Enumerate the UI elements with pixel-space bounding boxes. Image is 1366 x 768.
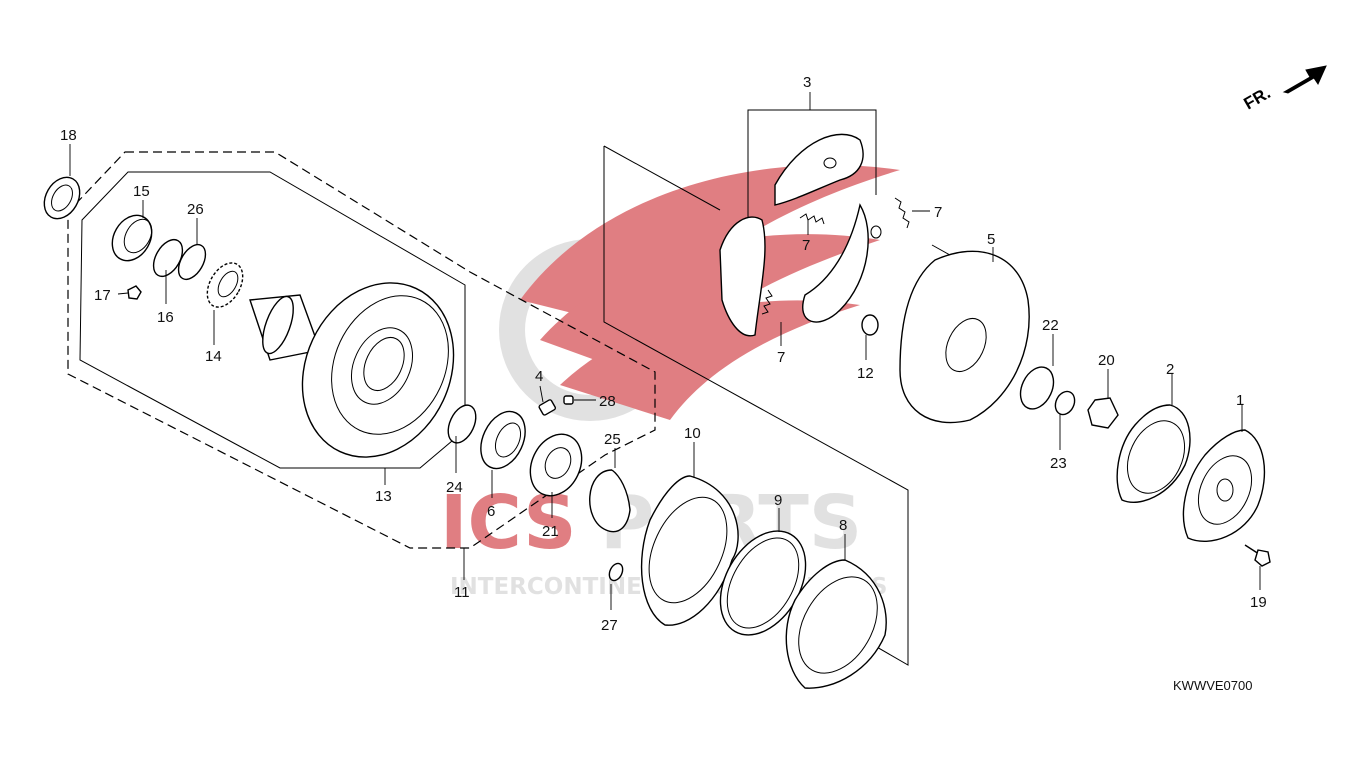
callout-7-lower: 7: [777, 349, 785, 366]
part-17-nut: [127, 285, 142, 300]
callout-19: 19: [1250, 594, 1267, 611]
diagram-code: KWWVE0700: [1173, 678, 1252, 693]
callout-21: 21: [542, 523, 559, 540]
part-28-pin: [563, 395, 574, 405]
part-25-circlip: [589, 469, 631, 533]
callout-12: 12: [857, 365, 874, 382]
watermark-gear-logo: [499, 165, 900, 421]
callout-20: 20: [1098, 352, 1115, 369]
part-18-oil-seal: [43, 176, 81, 220]
callout-27: 27: [601, 617, 618, 634]
callout-7-right: 7: [934, 204, 942, 221]
callout-5: 5: [987, 231, 995, 248]
part-21-plate: [529, 433, 583, 497]
callout-15: 15: [133, 183, 150, 200]
callout-4: 4: [535, 368, 543, 385]
callout-18: 18: [60, 127, 77, 144]
front-direction-indicator: FR.: [1241, 65, 1327, 113]
callout-23: 23: [1050, 455, 1067, 472]
callout-24: 24: [446, 479, 463, 496]
direction-label: FR.: [1241, 83, 1274, 113]
part-14-gear: [206, 262, 244, 308]
callout-25: 25: [604, 431, 621, 448]
callout-26: 26: [187, 201, 204, 218]
callout-labels: 1 2 3 4 5 6 7 7 7 8 9 10 11 12 13 14 15 …: [60, 74, 1267, 634]
part-8-gasket: [785, 559, 887, 689]
part-20-nut: [1087, 397, 1119, 429]
callout-11: 11: [454, 584, 470, 601]
callout-10: 10: [684, 425, 701, 442]
part-15-collar: [111, 214, 153, 262]
group-outline-plates: [603, 146, 909, 666]
part-19-bolt: [1244, 544, 1271, 567]
callout-9: 9: [774, 492, 782, 509]
group-outline-13: [79, 171, 466, 469]
part-22-collar: [1019, 366, 1055, 410]
part-2-gasket: [1116, 404, 1191, 504]
part-27-washer: [608, 562, 624, 582]
callout-13: 13: [375, 488, 392, 505]
part-4-spring: [538, 399, 557, 416]
part-7-spring-c: [761, 289, 773, 315]
part-26-ring: [177, 243, 207, 281]
callout-8: 8: [839, 517, 847, 534]
assembly-outlines: [67, 109, 909, 666]
callout-28: 28: [599, 393, 616, 410]
part-24-ring: [447, 404, 477, 444]
callout-22: 22: [1042, 317, 1059, 334]
part-7-spring-b: [894, 197, 910, 229]
part-5-drive-plate: [899, 244, 1030, 424]
part-1-cover: [1182, 429, 1266, 542]
part-7-spring-a: [799, 213, 825, 225]
callout-17: 17: [94, 287, 111, 304]
callout-1: 1: [1236, 392, 1244, 409]
callout-6: 6: [487, 503, 495, 520]
callout-16: 16: [157, 309, 174, 326]
arrow-icon: [1282, 65, 1327, 94]
part-3-clutch-shoes: [719, 133, 882, 337]
part-16-circlip: [152, 238, 184, 278]
part-12-nut: [861, 314, 879, 336]
leader-lines: [69, 92, 1261, 610]
parts: [43, 133, 1271, 689]
callout-14: 14: [205, 348, 222, 365]
callout-2: 2: [1166, 361, 1174, 378]
group-outline-3: [747, 109, 877, 250]
part-23-washer: [1054, 390, 1076, 416]
callout-7-upper: 7: [802, 237, 810, 254]
part-6-one-way-clutch: [480, 410, 526, 470]
part-13-clutch-outer: [249, 282, 455, 458]
callout-3: 3: [803, 74, 811, 91]
group-outline-11: [67, 151, 656, 549]
part-10-gasket: [640, 475, 739, 626]
